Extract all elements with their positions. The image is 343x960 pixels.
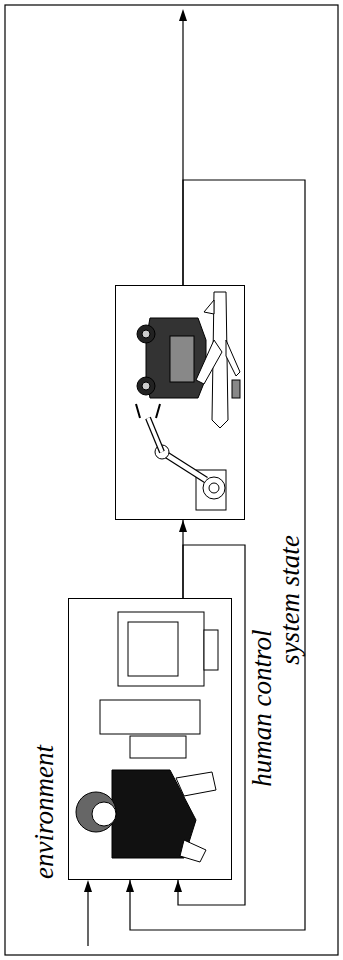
edge-label: human control — [249, 629, 276, 786]
connector-line — [130, 180, 305, 930]
connector — [174, 545, 245, 905]
arrow-head — [126, 880, 134, 892]
machine-box — [115, 285, 245, 520]
connector-line — [178, 545, 245, 905]
machine-illustration — [136, 292, 240, 510]
environment-arrow — [84, 880, 92, 946]
arrow-head — [174, 880, 182, 892]
output-arrow — [179, 9, 187, 285]
connector — [179, 520, 187, 598]
operator-illustration — [76, 612, 218, 862]
edge-label: system state — [277, 535, 304, 665]
operator-box — [68, 598, 232, 880]
connector — [126, 180, 305, 930]
arrow-head — [179, 520, 187, 532]
connector-line — [182, 520, 183, 598]
signal-label: environment — [31, 745, 58, 879]
outer-frame — [5, 5, 338, 955]
